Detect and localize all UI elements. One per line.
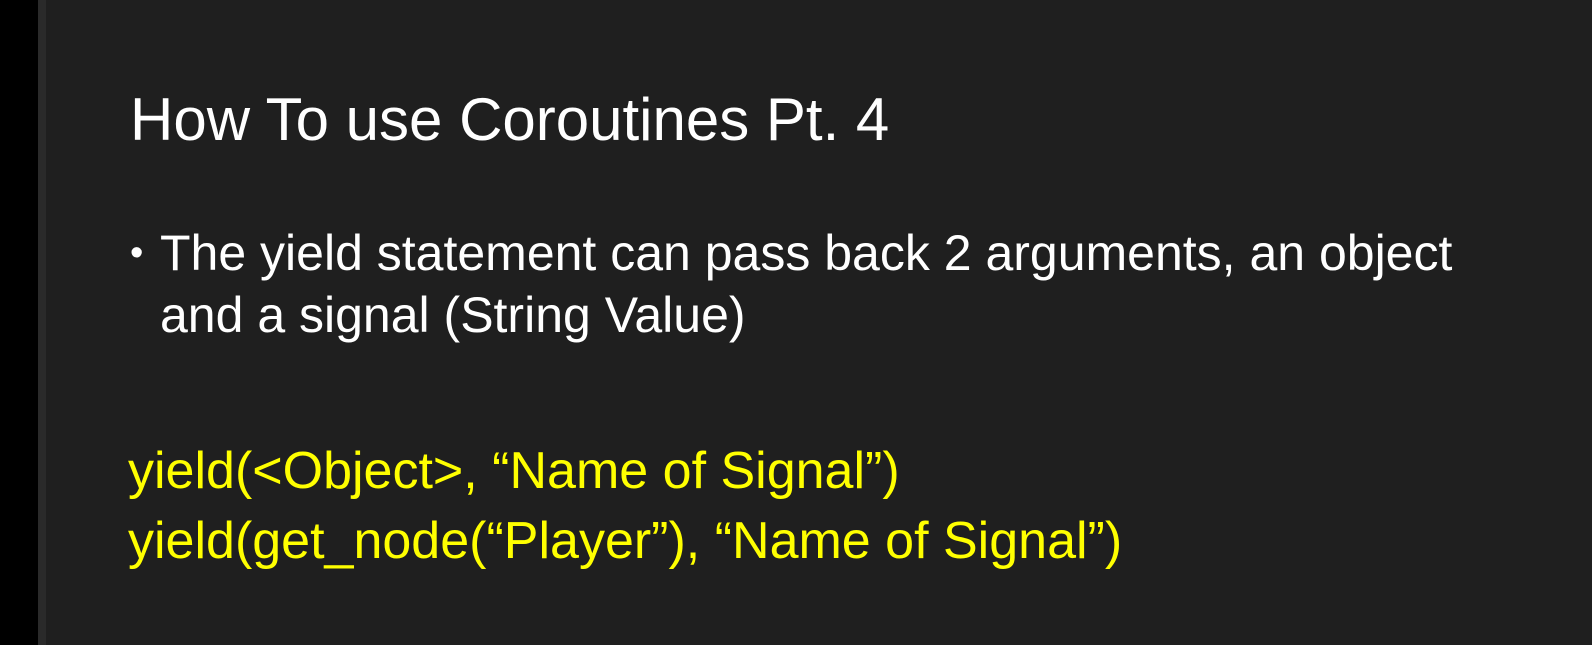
left-border [0, 0, 38, 645]
slide-title: How To use Coroutines Pt. 4 [130, 86, 890, 153]
code-block: yield(<Object>, “Name of Signal”) yield(… [128, 436, 1122, 576]
bullet-icon: • [130, 232, 144, 274]
bullet-list: • The yield statement can pass back 2 ar… [124, 222, 1544, 346]
bullet-text: The yield statement can pass back 2 argu… [160, 225, 1453, 343]
code-line: yield(<Object>, “Name of Signal”) [128, 442, 900, 500]
bullet-item: • The yield statement can pass back 2 ar… [124, 222, 1544, 346]
code-line: yield(get_node(“Player”), “Name of Signa… [128, 512, 1123, 570]
left-border-edge [38, 0, 46, 645]
presentation-slide: How To use Coroutines Pt. 4 • The yield … [46, 0, 1592, 645]
